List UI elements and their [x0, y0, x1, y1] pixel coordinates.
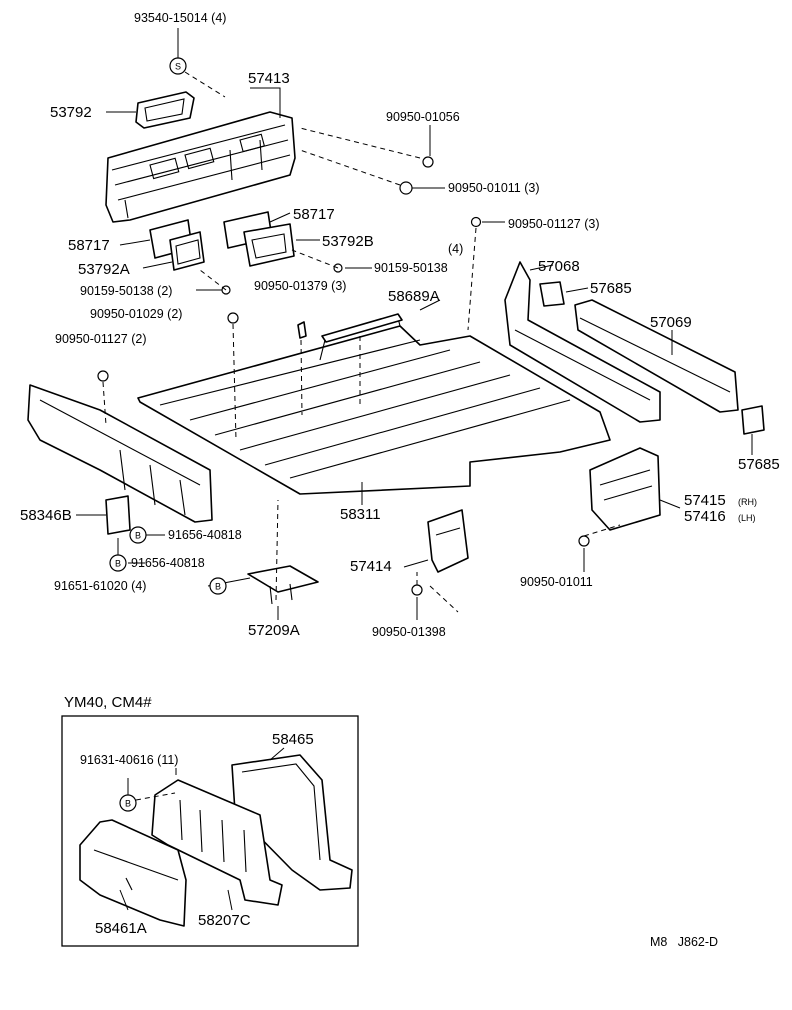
- label-57209a: 57209A: [248, 622, 300, 639]
- label-53792a: 53792A: [78, 261, 130, 278]
- symbol-s: S: [175, 62, 181, 72]
- leader-lines: [76, 28, 753, 620]
- label-91631-40616: 91631-40616 (11): [80, 753, 178, 767]
- label-91656-40818-upper: 91656-40818: [168, 528, 242, 542]
- label-90950-01379-3: 90950-01379 (3): [254, 279, 346, 293]
- member-57068: [504, 261, 661, 423]
- bracket-57209a: [247, 565, 319, 605]
- label-58717-right: 58717: [293, 206, 335, 223]
- label-57685-upper: 57685: [590, 280, 632, 297]
- symbol-b: B: [125, 799, 131, 809]
- label-58465: 58465: [272, 731, 314, 748]
- label-58346b: 58346B: [20, 507, 72, 524]
- block-57685-b: [741, 405, 765, 435]
- label-91651-61020: 91651-61020 (4): [54, 579, 146, 593]
- label-rh: (RH): [738, 497, 757, 507]
- bulkhead-57413: [105, 111, 296, 223]
- label-58689a: 58689A: [388, 288, 440, 305]
- label-58461a: 58461A: [95, 920, 147, 937]
- floor-panel-58311: [137, 317, 611, 495]
- label-57413: 57413: [248, 70, 290, 87]
- diagram-code: M8 J862-D: [650, 935, 718, 949]
- inset-leaders: [119, 747, 285, 911]
- label-90950-01127-2: 90950-01127 (2): [55, 332, 147, 346]
- pad-53792: [135, 91, 195, 129]
- pad-58717-right: [223, 211, 295, 267]
- symbol-b: B: [135, 531, 141, 541]
- label-58207c: 58207C: [198, 912, 251, 929]
- label-57069: 57069: [650, 314, 692, 331]
- label-53792b: 53792B: [322, 233, 374, 250]
- label-90159-50138-2: 90159-50138 (2): [80, 284, 172, 298]
- symbol-b: B: [115, 559, 121, 569]
- label-qty-4: (4): [448, 242, 463, 256]
- label-90950-01127-3: 90950-01127 (3): [508, 217, 600, 231]
- label-90950-01011-3: 90950-01011 (3): [448, 181, 540, 195]
- inset-title: YM40, CM4#: [64, 694, 152, 711]
- label-90950-01398: 90950-01398: [372, 625, 446, 639]
- inset-parts: [79, 754, 353, 927]
- label-90950-01029-2: 90950-01029 (2): [90, 307, 182, 321]
- side-member-left: [27, 384, 213, 535]
- fasteners: [97, 156, 590, 596]
- label-57416: 57416: [684, 508, 726, 525]
- label-90950-01056: 90950-01056: [386, 110, 460, 124]
- inset-box: [61, 715, 359, 947]
- member-57069: [574, 299, 739, 413]
- label-90950-01011: 90950-01011: [520, 575, 593, 589]
- symbol-markers: S B B B B: [109, 57, 227, 812]
- bracket-57414: [427, 509, 469, 573]
- label-58717-left: 58717: [68, 237, 110, 254]
- label-57414: 57414: [350, 558, 392, 575]
- part-labels: 93540-15014 (4) 57413 53792 90950-01056 …: [20, 11, 780, 639]
- block-57685-a: [539, 281, 565, 307]
- label-91656-40818-lower: 91656-40818: [131, 556, 205, 570]
- pad-58717-left: [149, 219, 205, 271]
- label-lh: (LH): [738, 513, 756, 523]
- label-93540-15014: 93540-15014 (4): [134, 11, 226, 25]
- symbol-b: B: [215, 582, 221, 592]
- label-58311: 58311: [340, 506, 381, 523]
- label-53792: 53792: [50, 104, 92, 121]
- label-57685-lower: 57685: [738, 456, 780, 473]
- label-90159-50138: 90159-50138: [374, 261, 448, 275]
- bracket-57415-57416: [589, 447, 661, 531]
- inset-labels: 58465 91631-40616 (11) 58461A 58207C: [80, 731, 314, 937]
- label-57068: 57068: [538, 258, 580, 275]
- strip-58689a: [321, 313, 403, 343]
- label-57415: 57415: [684, 492, 726, 509]
